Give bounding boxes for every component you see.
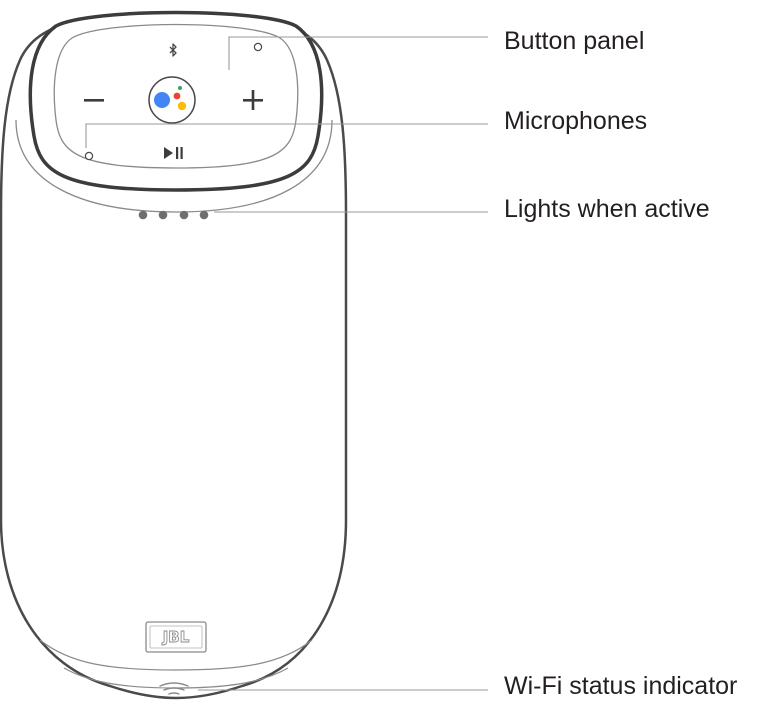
- microphone-hole-top: [253, 42, 263, 52]
- microphone-hole-left: [84, 151, 94, 161]
- light-dot: [158, 210, 168, 220]
- callout-button-panel: Button panel: [504, 27, 645, 55]
- activity-lights: [138, 210, 209, 220]
- plus-icon[interactable]: [243, 90, 263, 110]
- callout-lights-when-active: Lights when active: [504, 195, 710, 223]
- leader-line-microphones: [85, 123, 488, 148]
- play-pause-icon[interactable]: [164, 147, 183, 159]
- jbl-logo: JBL: [145, 621, 207, 653]
- wifi-icon: [159, 682, 189, 695]
- bluetooth-icon[interactable]: [169, 43, 177, 57]
- top-collar-line: [15, 119, 333, 213]
- base-curve-upper: [39, 639, 313, 671]
- google-assistant-icon[interactable]: [148, 76, 196, 124]
- minus-icon[interactable]: [84, 99, 104, 102]
- callout-microphones: Microphones: [504, 107, 648, 135]
- leader-line-button-panel: [228, 36, 488, 70]
- light-dot: [179, 210, 189, 220]
- leader-lines: [85, 36, 488, 691]
- light-dot: [138, 210, 148, 220]
- light-dot: [199, 210, 209, 220]
- svg-text:JBL: JBL: [162, 628, 190, 646]
- callout-wifi-status-indicator: Wi-Fi status indicator: [504, 672, 738, 700]
